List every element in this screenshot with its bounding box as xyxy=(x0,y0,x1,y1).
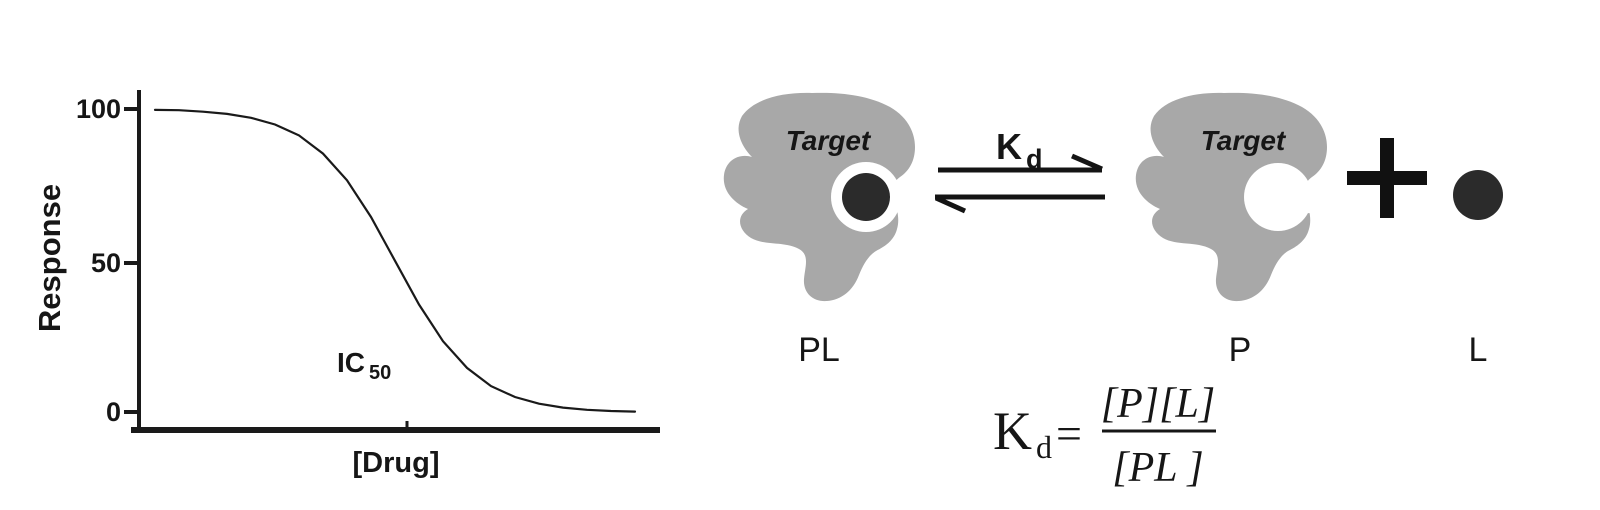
empty-binding-pocket xyxy=(1244,163,1312,231)
target-label-complex: Target xyxy=(786,125,872,156)
free-protein: Target xyxy=(1135,92,1343,302)
pocket-opening xyxy=(880,183,930,213)
y-tick-label-50: 50 xyxy=(91,248,121,278)
forward-arrow-icon xyxy=(938,153,1103,173)
kd-equation-lhs: K d = xyxy=(993,401,1082,465)
binding-equilibrium-diagram: Target K d Target xyxy=(723,92,1503,491)
reverse-arrow-icon xyxy=(934,194,1105,214)
ic50-annotation-main: IC xyxy=(337,347,365,378)
y-tick-label-0: 0 xyxy=(106,397,121,427)
kd-arrow-label-main: K xyxy=(996,126,1022,167)
y-axis-title: Response xyxy=(32,184,67,332)
equilibrium-arrows: K d xyxy=(934,126,1105,214)
pocket-opening xyxy=(1291,182,1343,214)
kd-equation-k-sub: d xyxy=(1036,429,1052,465)
kd-equation-numerator: [P][L] xyxy=(1101,381,1215,427)
kd-equation-equals: = xyxy=(1056,408,1082,459)
protein-label: P xyxy=(1229,331,1252,369)
kd-equation-denominator: [PL ] xyxy=(1112,445,1203,491)
kd-arrow-label-sub: d xyxy=(1026,144,1043,174)
x-axis-title: [Drug] xyxy=(353,447,440,479)
kd-equation-k: K xyxy=(993,401,1032,461)
protein-blob xyxy=(723,92,915,302)
ligand-label: L xyxy=(1469,331,1488,369)
kd-arrow-label: K d xyxy=(996,126,1043,174)
dose-response-curve xyxy=(153,108,637,413)
kd-equation: K d = [P][L] [PL ] xyxy=(993,381,1216,491)
protein-ligand-complex: Target xyxy=(723,92,930,302)
protein-blob xyxy=(1135,92,1327,302)
target-label-free: Target xyxy=(1201,125,1287,156)
complex-label: PL xyxy=(798,331,840,369)
ic50-annotation: IC 50 xyxy=(337,347,391,384)
plus-icon xyxy=(1347,138,1427,218)
y-tick-label-100: 100 xyxy=(76,94,121,124)
free-ligand-circle xyxy=(1453,170,1503,220)
bound-ligand-circle xyxy=(842,173,890,221)
ic50-annotation-sub: 50 xyxy=(369,362,391,384)
dose-response-chart: 100 50 0 Response [Drug] IC 50 xyxy=(32,90,660,479)
